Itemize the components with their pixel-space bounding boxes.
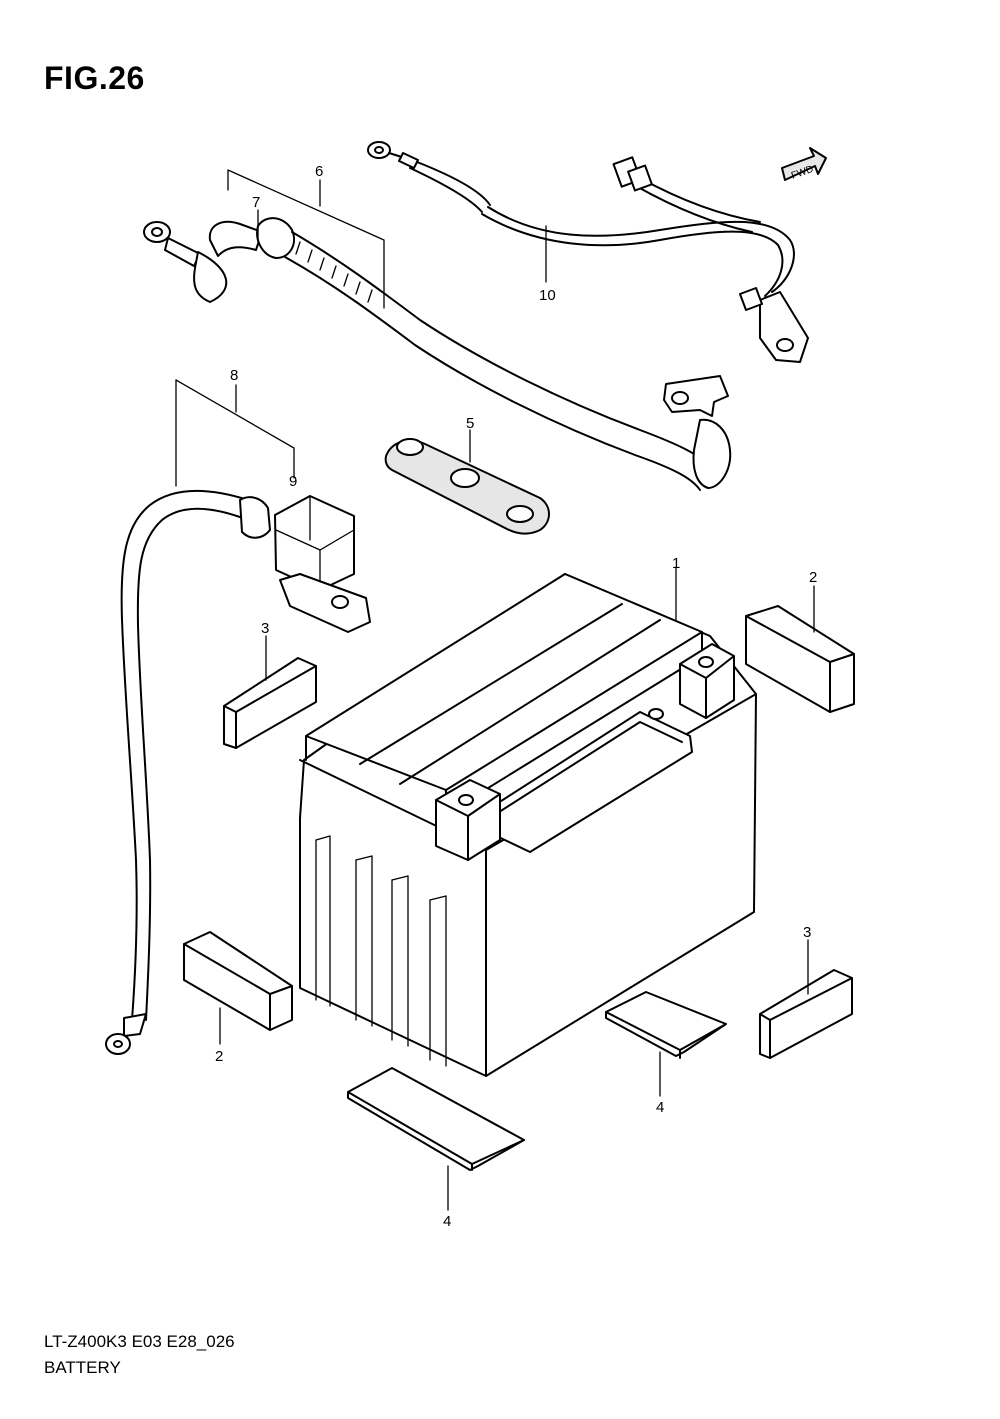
part-10-lead-wire	[367, 141, 809, 363]
figure-title: FIG.26	[44, 60, 145, 96]
model-code: LT-Z400K3 E03 E28_026	[44, 1332, 235, 1351]
part-8-battery-negative-lead	[105, 379, 371, 1055]
callout-4-right: 4	[656, 1099, 664, 1116]
part-5-battery-pad	[384, 429, 550, 535]
callout-3-right: 3	[803, 924, 811, 941]
part-6-battery-positive-lead	[143, 217, 732, 491]
part-2-battery-cushion	[183, 585, 855, 1045]
callout-3-left: 3	[261, 620, 269, 637]
callout-9: 9	[289, 473, 297, 490]
callout-labels: 1 2 2 3 3 4 4 5 6 7 8 9 10	[215, 163, 817, 1230]
callout-6: 6	[315, 163, 323, 180]
callout-leaders-6-7	[227, 169, 385, 309]
callout-10: 10	[539, 287, 556, 304]
part-4-battery-sheet	[347, 991, 727, 1211]
callout-2-bottom: 2	[215, 1048, 223, 1065]
callout-4-bottom: 4	[443, 1213, 451, 1230]
part-3-battery-cushion	[223, 635, 853, 1059]
section-name: BATTERY	[44, 1358, 121, 1377]
forward-arrow-icon: FWD	[781, 147, 827, 182]
part-1-battery	[299, 567, 757, 1077]
callout-7: 7	[252, 194, 260, 211]
callout-2-top: 2	[809, 569, 817, 586]
callout-8: 8	[230, 367, 238, 384]
callout-5: 5	[466, 415, 474, 432]
callout-1: 1	[672, 555, 680, 572]
